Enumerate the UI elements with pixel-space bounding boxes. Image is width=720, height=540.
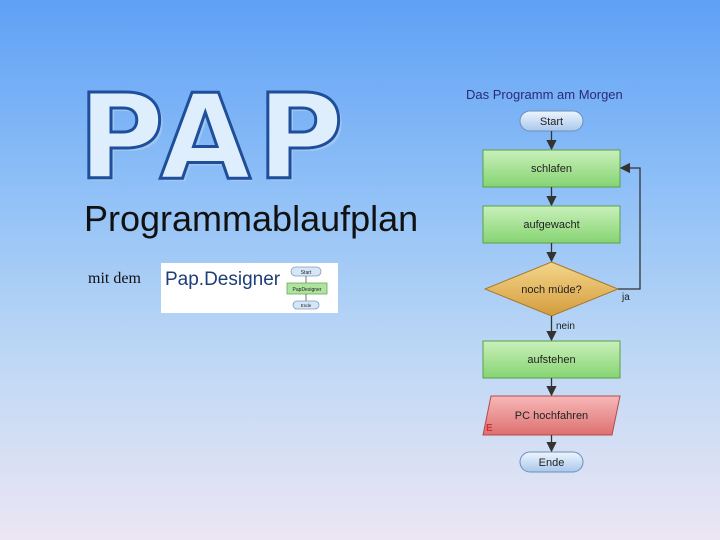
slide-subtitle: Programmablaufplan <box>84 198 419 239</box>
end-terminator <box>519 451 584 473</box>
slide-title: PAP <box>76 68 350 206</box>
logo-mini-end-text: Ende <box>301 303 312 308</box>
process-aufstehen-text: aufstehen <box>527 354 575 366</box>
io-text: PC hochfahren <box>515 410 588 422</box>
logo-mini-box-text: PapDesigner <box>293 287 322 293</box>
no-label: nein <box>556 321 575 332</box>
papdesigner-logo: Pap.Designer Start PapDesigner Ende <box>161 263 338 313</box>
logo-mini-box-shape <box>286 282 328 295</box>
process-schlafen-text: schlafen <box>531 163 572 175</box>
decision-text: noch müde? <box>521 284 582 296</box>
end-terminator-text: Ende <box>539 457 565 469</box>
logo-mini-flowchart: Start PapDesigner Ende <box>286 266 328 310</box>
with-label: mit dem <box>88 270 141 287</box>
process-aufgewacht-text: aufgewacht <box>523 219 579 231</box>
start-terminator-text: Start <box>540 116 563 128</box>
arrow-ja-loop <box>618 162 641 290</box>
process-aufstehen <box>482 340 621 379</box>
logo-text: Pap.Designer <box>165 269 281 290</box>
yes-label: ja <box>621 292 630 303</box>
logo-mini-start-text: Start <box>301 270 312 276</box>
io-pc-hochfahren <box>482 395 621 436</box>
io-marker: E <box>486 423 493 434</box>
flowchart-title: Das Programm am Morgen <box>466 87 623 102</box>
logo-mini-end-shape <box>292 300 320 310</box>
